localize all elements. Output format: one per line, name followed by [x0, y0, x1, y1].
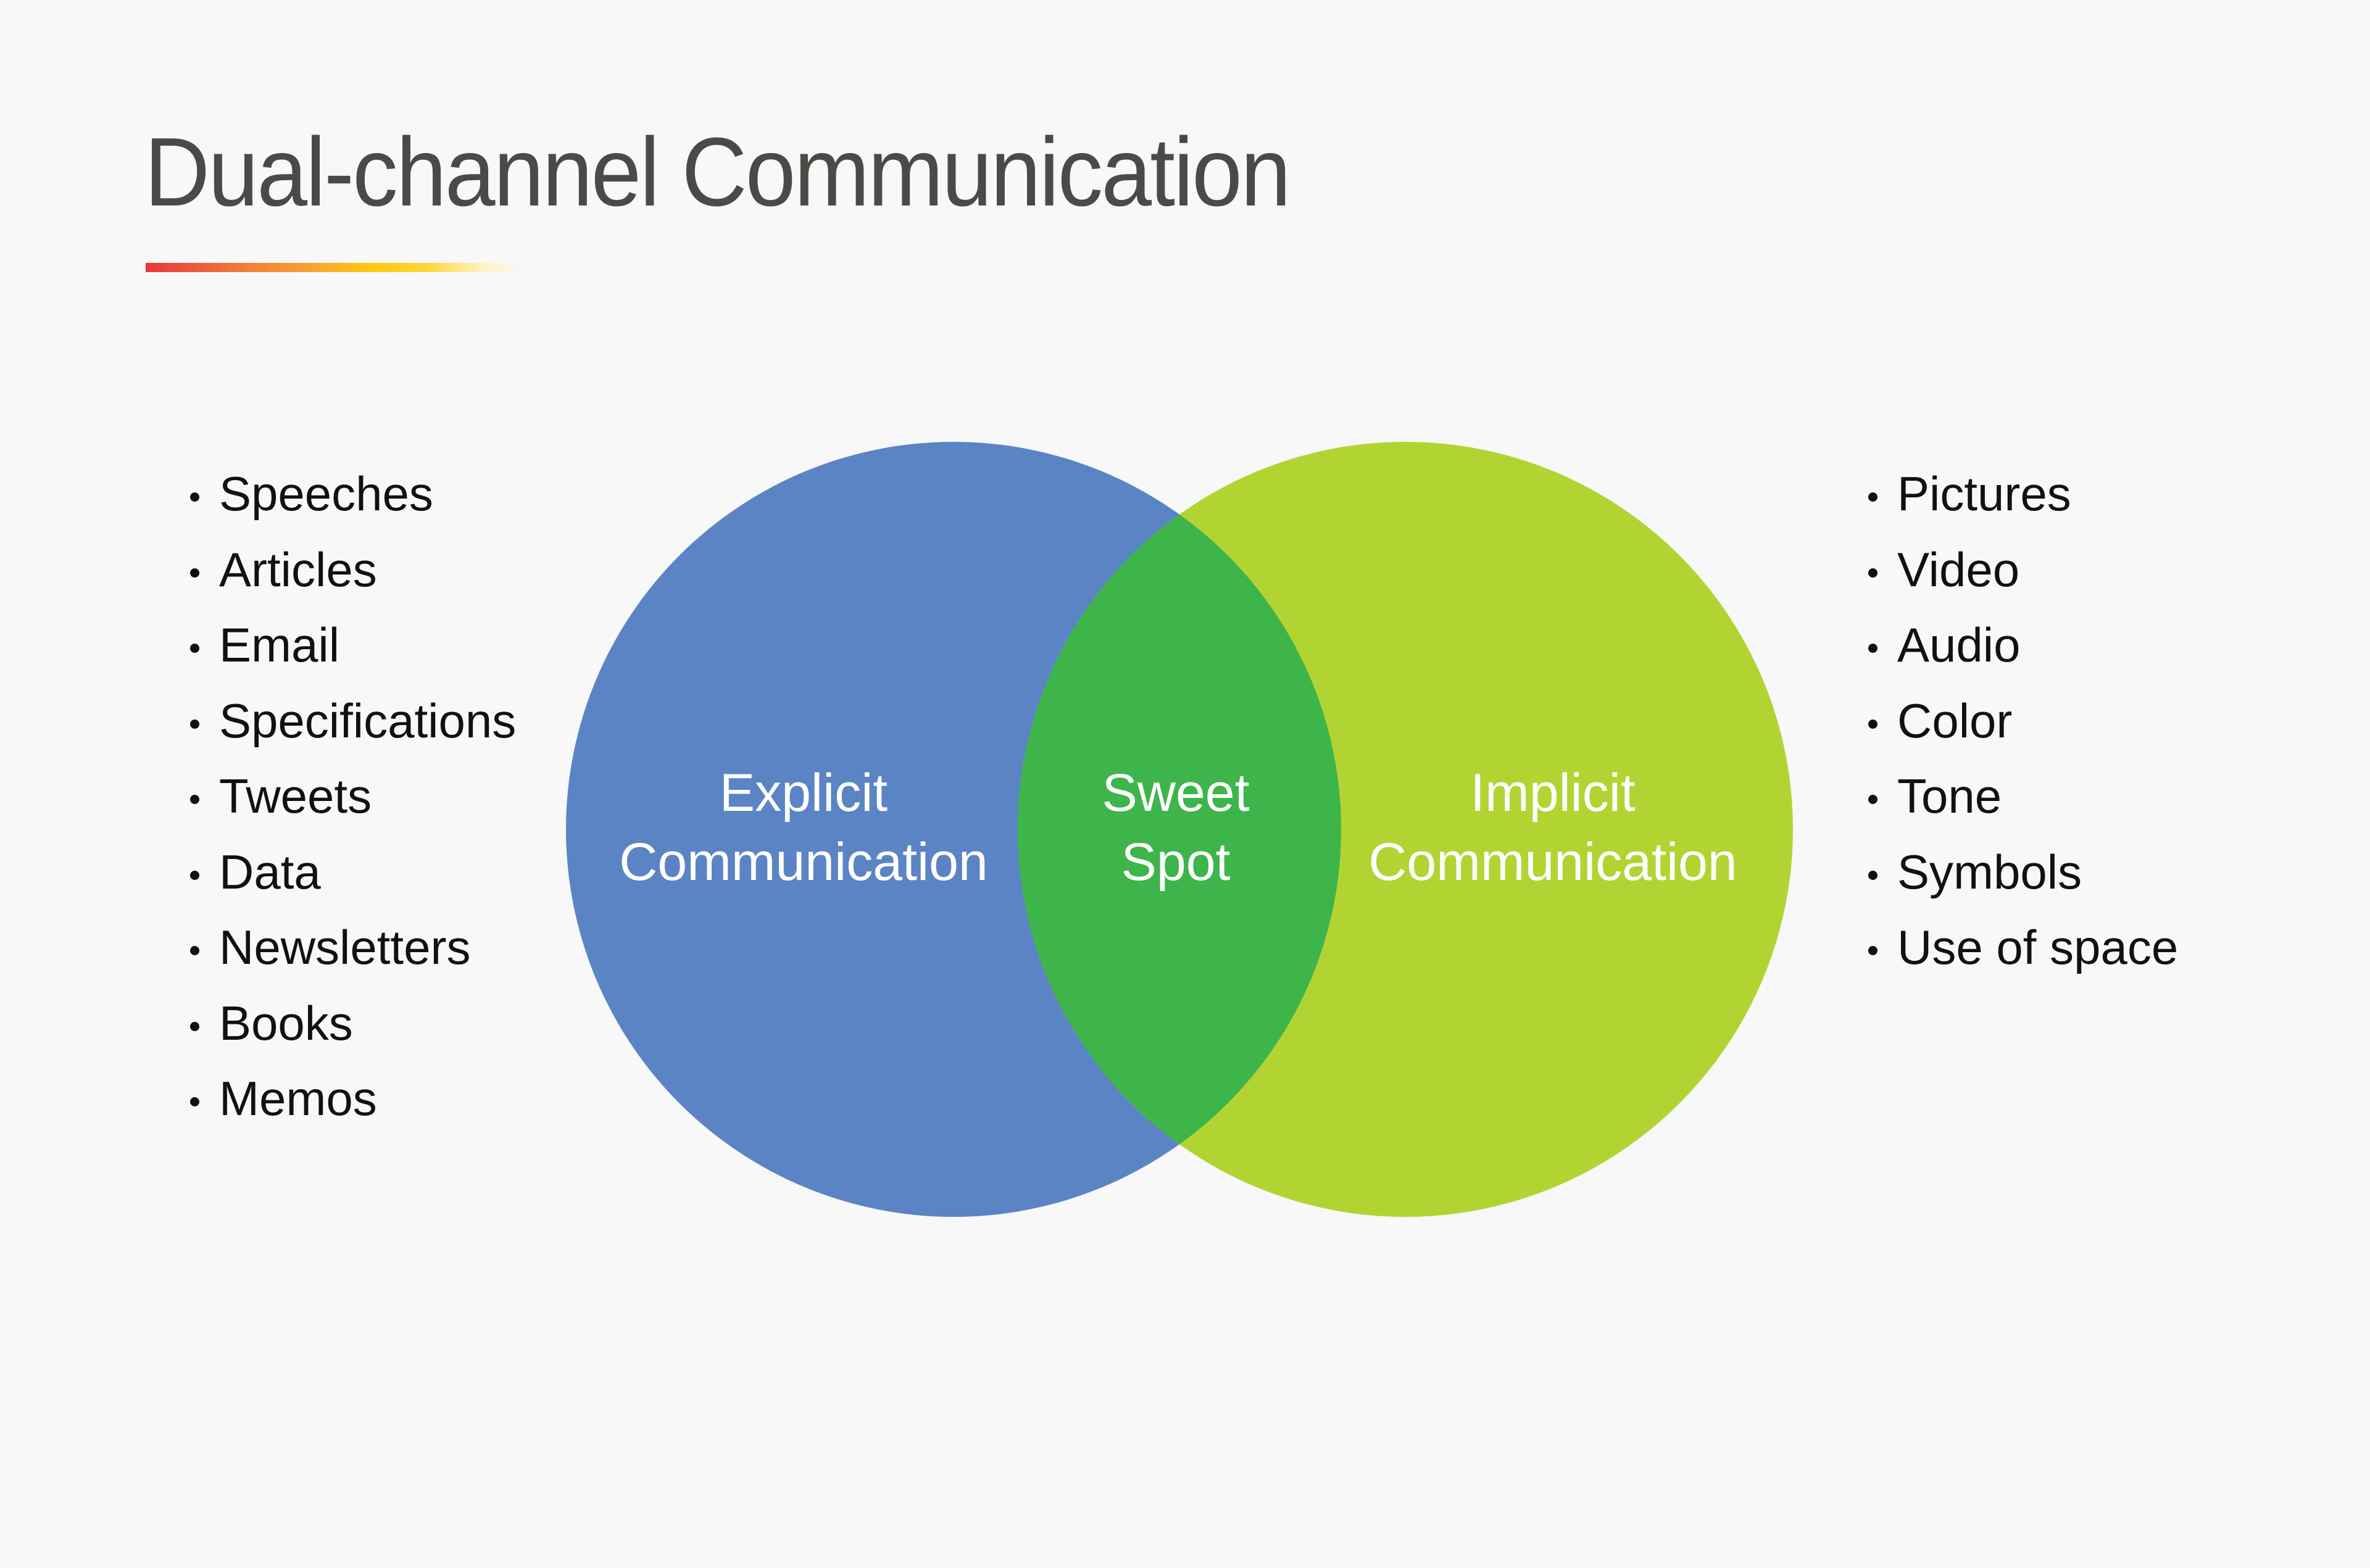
list-item-label: Pictures	[1897, 467, 2071, 521]
list-item-label: Books	[219, 995, 353, 1050]
list-item-label: Tweets	[219, 769, 372, 823]
bullet-icon	[1868, 568, 1877, 578]
title-underline	[146, 263, 521, 272]
list-item: Email	[190, 607, 516, 683]
sweet-spot-line1: Sweet	[1102, 763, 1250, 823]
list-item-label: Email	[219, 618, 340, 672]
bullet-icon	[1868, 719, 1877, 729]
bullet-icon	[190, 870, 199, 880]
explicit-communication-label: Explicit Communication	[619, 758, 988, 897]
list-item-label: Specifications	[219, 693, 517, 748]
list-item: Newsletters	[190, 910, 516, 985]
list-item-label: Symbols	[1897, 844, 2082, 899]
bullet-icon	[190, 1021, 199, 1031]
implicit-communication-label: Implicit Communication	[1368, 758, 1737, 897]
list-item: Use of space	[1868, 910, 2178, 985]
bullet-icon	[1868, 492, 1877, 502]
explicit-label-line1: Explicit	[719, 763, 888, 823]
overlap-region	[1018, 442, 1341, 1217]
list-item: Speeches	[190, 456, 516, 532]
list-item: Audio	[1868, 607, 2178, 683]
explicit-examples-list: Speeches Articles Email Specifications T…	[190, 456, 516, 1137]
sweet-spot-label: Sweet Spot	[1102, 758, 1249, 897]
list-item-label: Use of space	[1897, 920, 2179, 974]
bullet-icon	[190, 719, 199, 729]
list-item: Tone	[1868, 758, 2178, 834]
implicit-label-line1: Implicit	[1470, 763, 1636, 823]
list-item-label: Speeches	[219, 467, 433, 521]
list-item: Video	[1868, 532, 2178, 608]
list-item: Books	[190, 985, 516, 1061]
list-item-label: Newsletters	[219, 920, 471, 974]
list-item-label: Memos	[219, 1071, 377, 1126]
list-item-label: Articles	[219, 542, 377, 597]
bullet-icon	[190, 795, 199, 805]
explicit-label-line2: Communication	[619, 832, 988, 892]
list-item: Specifications	[190, 683, 516, 759]
bullet-icon	[190, 1097, 199, 1107]
list-item: Pictures	[1868, 456, 2178, 532]
bullet-icon	[1868, 946, 1877, 956]
bullet-icon	[1868, 795, 1877, 805]
list-item: Memos	[190, 1061, 516, 1137]
list-item: Articles	[190, 532, 516, 608]
list-item-label: Data	[219, 844, 321, 899]
list-item-label: Audio	[1897, 618, 2021, 672]
list-item-label: Color	[1897, 693, 2013, 748]
sweet-spot-line2: Spot	[1121, 832, 1231, 892]
list-item-label: Tone	[1897, 769, 2002, 823]
bullet-icon	[190, 946, 199, 956]
list-item: Tweets	[190, 758, 516, 834]
bullet-icon	[190, 568, 199, 578]
list-item: Data	[190, 834, 516, 910]
bullet-icon	[1868, 644, 1877, 653]
list-item: Symbols	[1868, 834, 2178, 910]
implicit-label-line2: Communication	[1368, 832, 1737, 892]
bullet-icon	[190, 492, 199, 502]
implicit-examples-list: Pictures Video Audio Color Tone Symbols …	[1868, 456, 2178, 985]
bullet-icon	[190, 644, 199, 653]
list-item-label: Video	[1897, 542, 2020, 597]
list-item: Color	[1868, 683, 2178, 759]
page-title: Dual-channel Communication	[144, 118, 1291, 226]
bullet-icon	[1868, 870, 1877, 880]
